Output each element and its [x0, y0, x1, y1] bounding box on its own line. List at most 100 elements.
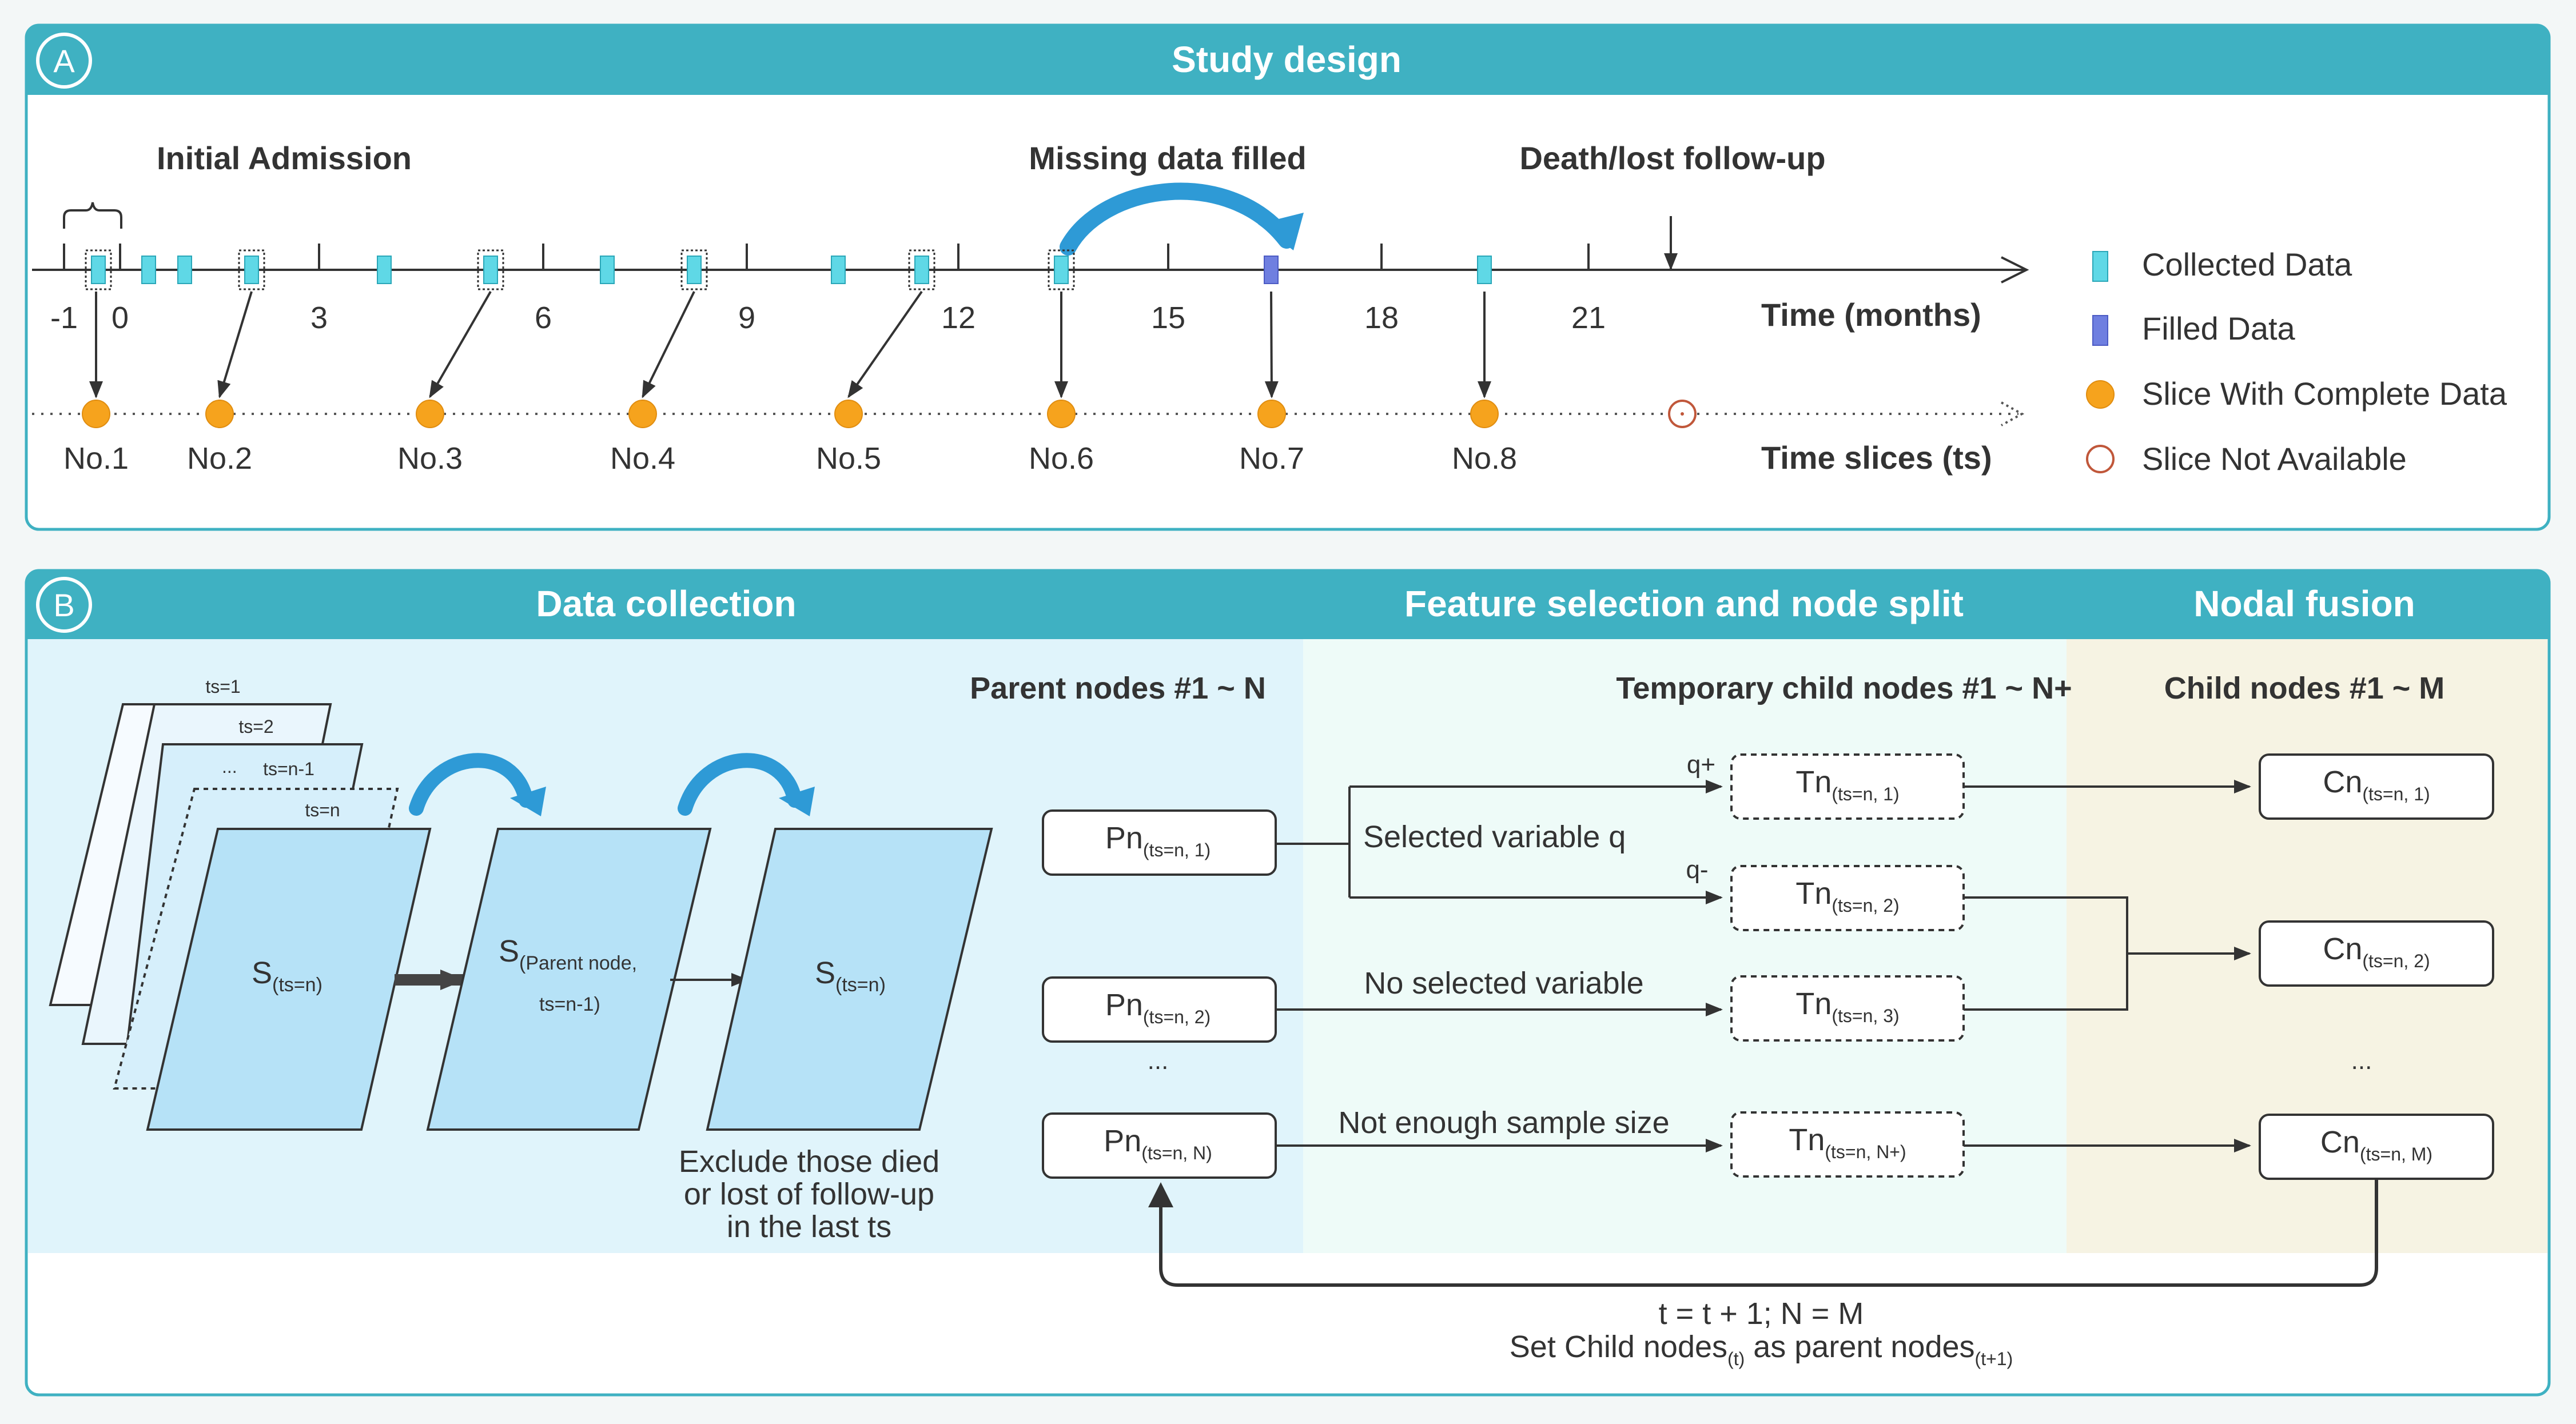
slice-complete — [1470, 400, 1499, 428]
sheet-main-label: S(ts=n) — [252, 956, 323, 996]
panel-a-header — [26, 25, 2549, 95]
sheet-parent-node — [426, 828, 712, 1131]
slice-label: No.4 — [610, 441, 675, 476]
exclude-text-3: in the last ts — [727, 1210, 891, 1244]
panel-b-badge-letter: B — [53, 587, 74, 623]
edge-q-minus: q- — [1686, 856, 1708, 884]
sheet-result — [706, 828, 993, 1131]
child-node-1 — [2259, 753, 2494, 820]
panel-b: B Data collection Feature selection and … — [25, 569, 2551, 1397]
panel-a: A Study design Initial Admission Missing… — [25, 23, 2551, 531]
slice-axis-label: Time slices (ts) — [1761, 440, 1992, 476]
legend-collected-label: Collected Data — [2142, 246, 2352, 282]
exclude-text-1: Exclude those died — [679, 1144, 939, 1179]
temp-node-3-label: Tn(ts=n, 3) — [1795, 987, 1899, 1026]
edge-selected-variable: Selected variable q — [1363, 820, 1626, 854]
collected-data-mark — [831, 256, 846, 284]
panel-b-header — [26, 571, 2549, 639]
collected-data-mark — [687, 256, 702, 284]
subhead-parent: Parent nodes #1 ~ N — [970, 671, 1266, 705]
parent-ellipsis: ... — [1148, 1047, 1169, 1075]
time-tick-label: 0 — [112, 301, 129, 335]
sheet-main — [146, 828, 432, 1131]
temp-node-2-label: Tn(ts=n, 2) — [1795, 876, 1899, 916]
collected-data-mark — [483, 256, 498, 284]
slice-arrow — [429, 291, 492, 398]
temp-node-1-label: Tn(ts=n, 1) — [1795, 765, 1899, 804]
curve-arrow-1-head — [510, 787, 546, 816]
legend-na-label: Slice Not Available — [2142, 441, 2407, 477]
time-tick-label: 18 — [1364, 301, 1399, 335]
sheet-stack: ts=1 ts=2 ts=n-1 ... ts=n S(ts=n) — [49, 676, 432, 1131]
slice-complete — [1257, 400, 1286, 428]
time-axis-arrowhead — [2001, 256, 2029, 284]
collected-data-mark — [600, 256, 615, 284]
time-tick-label: 6 — [535, 301, 552, 335]
child-node-1-label: Cn(ts=n, 1) — [2323, 765, 2430, 804]
slice-complete — [205, 400, 234, 428]
slice-arrow — [642, 291, 695, 398]
edge-q-plus: q+ — [1687, 751, 1715, 779]
child-node-m-label: Cn(ts=n, M) — [2320, 1125, 2432, 1164]
curve-arrow-2-head — [779, 787, 815, 816]
slice-label: No.6 — [1029, 441, 1094, 476]
slice-arrow — [1264, 291, 1279, 398]
missing-data-label: Missing data filled — [1029, 140, 1306, 176]
sheet-tsn1-label: ts=n-1 — [263, 759, 314, 779]
slice-arrow — [847, 290, 923, 398]
slice-not-available-dot — [1681, 412, 1684, 416]
legend: Collected Data Filled Data Slice With Co… — [2086, 246, 2507, 477]
slice-complete — [416, 400, 444, 428]
split-connector — [1276, 785, 1721, 899]
collected-data-mark — [1054, 256, 1069, 284]
subhead-child: Child nodes #1 ~ M — [2164, 671, 2445, 705]
slice-complete — [834, 400, 863, 428]
slice-label: No.5 — [816, 441, 881, 476]
sheet-parent-label: S(Parent node, — [499, 934, 637, 974]
time-tick-label: 21 — [1571, 301, 1606, 335]
edge-no-selected: No selected variable — [1364, 966, 1643, 1000]
sheet-ts2-label: ts=2 — [238, 716, 273, 737]
collected-data-mark — [914, 256, 929, 284]
collected-data-mark — [377, 256, 392, 284]
slice-complete — [1047, 400, 1076, 428]
slice-label: No.3 — [397, 441, 463, 476]
slice-arrow — [217, 291, 253, 398]
admission-bracket — [63, 202, 122, 229]
child-node-2-label: Cn(ts=n, 2) — [2323, 932, 2430, 971]
time-tick-label: -1 — [50, 301, 78, 335]
section-nodal-fusion: Nodal fusion — [2193, 583, 2415, 624]
legend-filled-label: Filled Data — [2142, 310, 2296, 346]
legend-filled-swatch — [2092, 315, 2108, 346]
legend-collected-swatch — [2092, 251, 2108, 282]
edge-small-sample: Not enough sample size — [1338, 1106, 1669, 1140]
collected-marks — [85, 249, 1492, 290]
sheet-ellipsis: ... — [222, 756, 237, 777]
panel-a-badge — [36, 33, 92, 89]
slice-axis-arrowhead — [2001, 401, 2025, 426]
curve-arrow-2 — [678, 753, 802, 816]
death-label: Death/lost follow-up — [1519, 140, 1825, 176]
fill-curve-arrowhead — [1258, 213, 1304, 250]
section-data-collection: Data collection — [536, 583, 796, 624]
collected-data-mark — [91, 256, 106, 284]
loop-line-1: t = t + 1; N = M — [1659, 1297, 1864, 1331]
legend-slice-swatch — [2086, 380, 2115, 409]
subhead-temp: Temporary child nodes #1 ~ N+ — [1616, 671, 2072, 705]
loop-back-arrowhead — [1148, 1182, 1173, 1207]
time-tick-label: 15 — [1151, 301, 1185, 335]
exclude-text-2: or lost of follow-up — [684, 1177, 934, 1211]
time-tick-label: 12 — [941, 301, 976, 335]
loop-back-line — [1159, 1179, 2378, 1287]
panel-b-badge — [36, 577, 92, 633]
connectors — [1159, 780, 2378, 1287]
slice-label: No.2 — [187, 441, 252, 476]
collected-data-mark — [177, 256, 192, 284]
collected-data-mark — [244, 256, 259, 284]
parent-node-1-label: Pn(ts=n, 1) — [1105, 821, 1211, 860]
fill-curve-arrow — [1060, 182, 1295, 256]
